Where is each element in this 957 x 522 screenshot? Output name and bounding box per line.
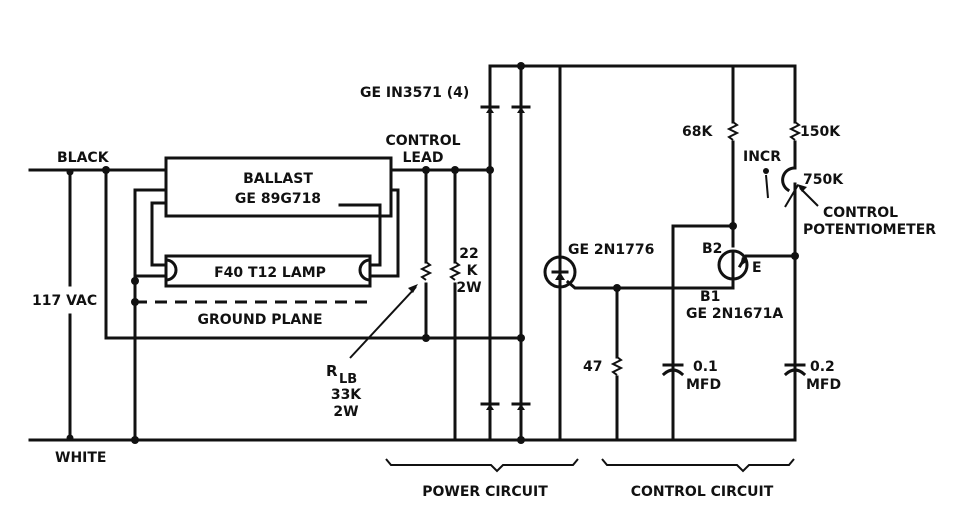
- black-label: BLACK: [57, 150, 110, 166]
- diode: [480, 402, 500, 410]
- r150k-resistor: [788, 121, 802, 141]
- r22k-label-1: 22: [459, 246, 478, 262]
- control-circuit-brace: [601, 458, 795, 473]
- control-circuit-label: CONTROL CIRCUIT: [631, 484, 774, 500]
- incr-arrow-tip: [763, 168, 769, 174]
- supply-voltage-label: 117 VAC: [32, 293, 97, 309]
- scr-label: GE 2N1776: [568, 242, 654, 258]
- junction: [729, 222, 737, 230]
- ballast-wire-right-inner: [338, 203, 382, 267]
- rlb-pointer: [349, 286, 417, 359]
- incr-label: INCR: [743, 149, 781, 165]
- lamp-filament-right: [358, 258, 372, 282]
- ballast-wire-inner: [150, 201, 168, 267]
- diode: [480, 105, 500, 113]
- ballast: [164, 156, 393, 218]
- ballast-wire-right-outer: [368, 188, 400, 278]
- white-label: WHITE: [55, 450, 106, 466]
- diode-label: GE IN3571 (4): [360, 85, 469, 101]
- r47-resistor: [610, 356, 624, 376]
- ballast-wire-outer: [133, 188, 168, 278]
- pot-value: 750K: [803, 172, 844, 188]
- junction: [66, 168, 74, 176]
- ac-supply: BLACK WHITE 117 VAC: [28, 150, 524, 466]
- rlb-label: R: [326, 362, 338, 380]
- ballast-part: GE 89G718: [235, 191, 321, 207]
- pot-label-2: POTENTIOMETER: [803, 222, 936, 238]
- rlb-value: 33K: [331, 387, 362, 403]
- ujt-part-label: GE 2N1671A: [686, 306, 783, 322]
- diode: [511, 402, 531, 410]
- junction: [102, 166, 110, 174]
- junction: [131, 436, 139, 444]
- cap1-unit: MFD: [686, 377, 721, 393]
- control-circuit: 47 0.1 MFD 68K B2 E B1 GE 2N1671A 150K I: [583, 64, 936, 442]
- r22k-resistor: [448, 261, 462, 281]
- cap2-plate-curved: [783, 368, 807, 377]
- incr-arrow: [765, 174, 769, 199]
- scr: GE 2N1776: [543, 64, 797, 442]
- lamp: [164, 254, 372, 288]
- ballast-lamp: BALLAST GE 89G718 F40 T12 LAMP GROUND PL…: [131, 156, 400, 444]
- r22k-label-3: 2W: [456, 280, 481, 296]
- potentiometer-arc: [781, 166, 797, 193]
- ujt-e-label: E: [752, 260, 762, 276]
- rlb-label-subscript: LB: [339, 372, 357, 387]
- cap1-plate-curved: [661, 368, 685, 377]
- rlb-arrowhead: [408, 284, 418, 293]
- section-braces: POWER CIRCUIT CONTROL CIRCUIT: [385, 458, 795, 500]
- power-circuit-label: POWER CIRCUIT: [422, 484, 548, 500]
- pot-label-1: CONTROL: [823, 205, 898, 221]
- ujt-emitter-arrow: [740, 257, 748, 266]
- control-lead-label-1: CONTROL: [385, 133, 460, 149]
- scr-body: [543, 255, 577, 289]
- r22k-label-2: K: [467, 263, 479, 279]
- r150k-label: 150K: [800, 124, 841, 140]
- cap1-value: 0.1: [693, 359, 718, 375]
- diode: [511, 105, 531, 113]
- cap2-value: 0.2: [810, 359, 835, 375]
- power-circuit: GE IN3571 (4): [360, 62, 797, 444]
- power-circuit-brace: [385, 458, 579, 473]
- junction: [66, 434, 74, 442]
- junction: [517, 62, 525, 70]
- scr-gate-wire: [565, 279, 735, 290]
- r68k-resistor: [726, 121, 740, 141]
- rlb-resistor: [419, 261, 433, 281]
- r68k-label: 68K: [682, 124, 713, 140]
- r47-label: 47: [583, 359, 602, 375]
- cap2-unit: MFD: [806, 377, 841, 393]
- pot-wiper: [784, 184, 799, 208]
- rlb-power: 2W: [333, 404, 358, 420]
- cap1-wire: [671, 224, 735, 442]
- ujt-b1-label: B1: [700, 289, 720, 305]
- pot-pointer-arrowhead: [797, 184, 807, 192]
- lamp-filament-left: [164, 258, 178, 282]
- scr-triangle: [555, 272, 565, 280]
- ballast-label: BALLAST: [243, 171, 313, 187]
- junction: [517, 334, 525, 342]
- junction: [422, 334, 430, 342]
- ujt-b2-label: B2: [702, 241, 722, 257]
- control-lead: CONTROL LEAD R LB 33K 2W 22 K 2W: [326, 133, 494, 442]
- ground-plane-label: GROUND PLANE: [197, 312, 322, 328]
- lamp-label: F40 T12 LAMP: [214, 265, 326, 281]
- control-lead-label-2: LEAD: [403, 150, 444, 166]
